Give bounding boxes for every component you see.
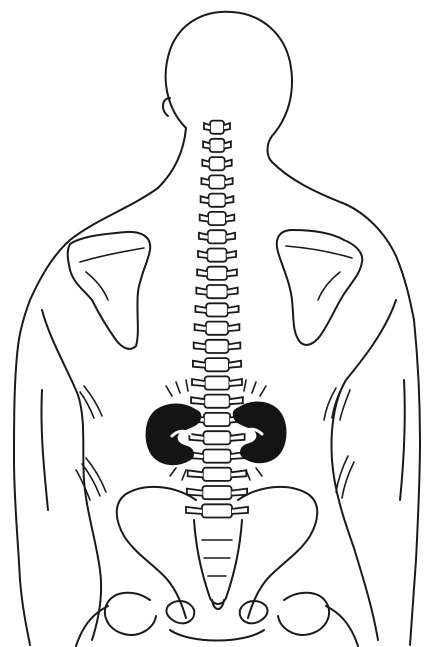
vertebra: [206, 322, 228, 335]
vertebra: [206, 303, 228, 316]
vertebra: [203, 450, 231, 463]
vertebra-process: [225, 160, 232, 167]
vertebra-process: [229, 342, 241, 349]
vertebra: [209, 157, 225, 170]
vertebra-process: [201, 178, 209, 185]
sacrum: [194, 520, 242, 604]
vertebra-process: [228, 324, 239, 331]
vertebra: [202, 504, 232, 517]
vertebra-process: [194, 342, 206, 349]
vertebra-process: [191, 397, 204, 404]
vertebra: [205, 358, 229, 371]
vertebra: [207, 267, 227, 280]
right-arm-outline: [410, 320, 420, 645]
left-obturator: [166, 601, 194, 623]
vertebra: [204, 395, 229, 408]
vertebra-process: [224, 123, 230, 130]
left-ilium: [117, 487, 196, 618]
right-femur: [326, 606, 358, 646]
vertebra-process: [203, 141, 210, 148]
vertebra-process: [229, 361, 241, 368]
right-hip-joint: [278, 593, 329, 635]
sacrum-lines: [202, 540, 232, 576]
vertebra-process: [224, 141, 231, 148]
vertebra-process: [226, 215, 234, 222]
vertebra-process: [202, 160, 209, 167]
vertebra: [202, 486, 231, 499]
vertebra-process: [227, 251, 236, 258]
vertebra: [205, 340, 228, 353]
spinal-column: [186, 121, 248, 518]
right-arm-inner: [400, 380, 405, 500]
vertebra-process: [227, 269, 237, 276]
right-scapula-spine: [286, 246, 352, 258]
vertebra-process: [195, 306, 206, 313]
vertebra: [207, 285, 228, 298]
vertebra-process: [232, 489, 248, 496]
left-scapula-spine: [80, 248, 144, 262]
vertebra-process: [201, 196, 209, 203]
vertebra-process: [229, 379, 242, 386]
vertebra-process: [231, 470, 246, 477]
vertebra: [207, 249, 226, 262]
vertebra: [210, 139, 225, 152]
left-hip-joint: [105, 593, 156, 635]
vertebra-process: [226, 196, 234, 203]
vertebra-process: [226, 233, 235, 240]
vertebra: [204, 431, 231, 444]
vertebra: [204, 413, 230, 426]
vertebra-process: [188, 470, 203, 477]
vertebra-process: [228, 306, 239, 313]
vertebra-process: [227, 288, 237, 295]
vertebra-process: [197, 269, 207, 276]
pubic-arch: [170, 630, 264, 641]
vertebra: [209, 175, 225, 188]
vertebra-process: [195, 324, 206, 331]
vertebra-process: [192, 379, 205, 386]
vertebra: [203, 468, 232, 481]
right-obturator: [240, 601, 268, 623]
vertebra: [205, 376, 230, 389]
right-scapula: [277, 230, 362, 345]
vertebra: [209, 194, 226, 207]
vertebra: [208, 230, 227, 243]
vertebra-process: [199, 233, 208, 240]
vertebra-process: [230, 397, 243, 404]
vertebra-process: [196, 288, 206, 295]
vertebra-process: [186, 507, 202, 514]
vertebra: [208, 212, 226, 225]
right-ilium: [238, 487, 317, 618]
vertebra-process: [198, 251, 207, 258]
vertebra-process: [189, 434, 203, 441]
vertebra-process: [225, 178, 233, 185]
vertebra: [210, 121, 224, 134]
vertebra-process: [231, 434, 245, 441]
left-torso-outline: [42, 310, 101, 640]
left-arm-inner: [41, 390, 48, 510]
left-arm-outline: [14, 346, 30, 645]
vertebra-process: [187, 489, 203, 496]
vertebra-process: [193, 361, 205, 368]
vertebra-process: [204, 123, 210, 130]
right-scapula-ridge: [318, 272, 340, 300]
right-flank-pain-marks: [324, 384, 354, 498]
vertebra-process: [200, 215, 208, 222]
vertebra-process: [232, 507, 248, 514]
